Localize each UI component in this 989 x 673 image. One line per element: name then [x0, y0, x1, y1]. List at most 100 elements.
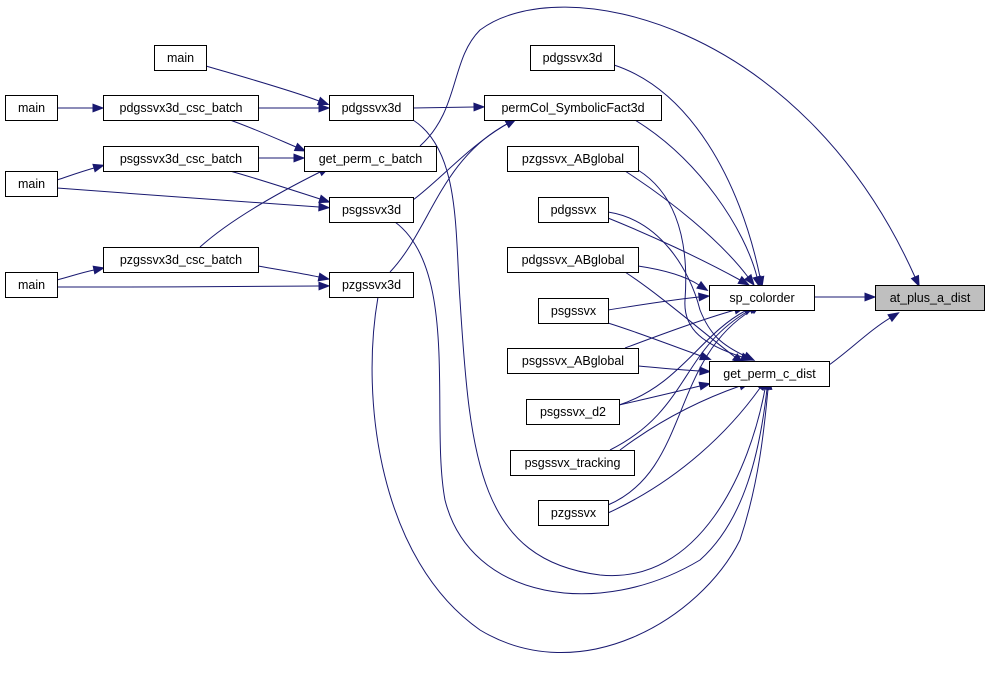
node-box[interactable]: [510, 450, 635, 476]
node-box[interactable]: [709, 361, 830, 387]
edge-line: [619, 385, 741, 451]
node-box[interactable]: [507, 247, 639, 273]
edge-pdgssvx3d_csc_batch-to-get_perm_c_batch: [229, 119, 307, 152]
edge-pzgssvx3d_csc_batch-to-get_perm_c_batch: [199, 166, 331, 248]
node-label: pzgssvx_ABglobal: [522, 152, 624, 166]
node-label: main: [18, 177, 45, 191]
node-box[interactable]: [5, 95, 58, 121]
node-pzgssvx3d-csc-batch[interactable]: pzgssvx3d_csc_batch: [103, 247, 259, 273]
node-label: main: [167, 51, 194, 65]
node-sp-colorder[interactable]: sp_colorder: [709, 285, 815, 311]
edge-line: [634, 119, 758, 278]
node-box[interactable]: [329, 95, 414, 121]
edge-main_r3-to-pzgssvx3d_csc_batch: [56, 265, 106, 281]
node-label: pzgssvx3d_csc_batch: [120, 253, 242, 267]
node-label: psgssvx3d: [342, 203, 401, 217]
edge-line: [637, 265, 700, 286]
node-pzgssvx3d[interactable]: pzgssvx3d: [329, 272, 414, 298]
edge-psgssvx-to-sp_colorder: [607, 292, 711, 311]
node-pdgssvx-ABglobal[interactable]: pdgssvx_ABglobal: [507, 247, 639, 273]
node-psgssvx3d[interactable]: psgssvx3d: [329, 197, 414, 223]
node-pzgssvx[interactable]: pzgssvx: [538, 500, 609, 526]
node-main-r2[interactable]: main: [5, 171, 58, 197]
node-psgssvx-ABglobal[interactable]: psgssvx_ABglobal: [507, 348, 639, 374]
node-pdgssvx3d-b[interactable]: pdgssvx3d: [530, 45, 615, 71]
edge-arrowhead: [92, 265, 106, 275]
node-box[interactable]: [709, 285, 815, 311]
node-label: main: [18, 278, 45, 292]
node-get-perm-c-batch[interactable]: get_perm_c_batch: [304, 146, 437, 172]
node-psgssvx-tracking[interactable]: psgssvx_tracking: [510, 450, 635, 476]
edge-line: [607, 322, 702, 357]
node-permCol-SymbolicFact3d[interactable]: permCol_SymbolicFact3d: [484, 95, 662, 121]
node-box[interactable]: [329, 272, 414, 298]
node-box[interactable]: [5, 171, 58, 197]
edge-line: [624, 271, 736, 358]
edge-arrowhead: [696, 280, 709, 292]
node-label: pzgssvx: [551, 506, 597, 520]
node-psgssvx-d2[interactable]: psgssvx_d2: [526, 399, 620, 425]
node-box[interactable]: [304, 146, 437, 172]
node-box[interactable]: [538, 500, 609, 526]
node-main-r1[interactable]: main: [5, 95, 58, 121]
edge-psgssvx_ABglobal-to-sp_colorder: [624, 305, 746, 349]
edge-main_r2-to-psgssvx3d: [56, 187, 331, 212]
node-main-top[interactable]: main: [154, 45, 207, 71]
node-box[interactable]: [103, 247, 259, 273]
node-pzgssvx-ABglobal[interactable]: pzgssvx_ABglobal: [507, 146, 639, 172]
node-label: psgssvx_tracking: [525, 456, 621, 470]
edge-pzgssvx3d-to-permCol_SymbolicFact3d: [389, 118, 518, 273]
edge-arrowhead: [92, 103, 105, 113]
node-box[interactable]: [875, 285, 985, 311]
edge-line: [637, 365, 701, 372]
node-box[interactable]: [526, 399, 620, 425]
edge-arrowhead: [699, 366, 712, 376]
edge-arrowhead: [293, 142, 307, 152]
node-label: psgssvx: [551, 304, 597, 318]
edge-line: [618, 310, 746, 406]
node-box[interactable]: [103, 95, 259, 121]
edge-line: [56, 167, 95, 181]
edge-arrowhead: [910, 274, 920, 288]
edge-line: [637, 169, 743, 358]
edge-line: [828, 317, 891, 366]
edge-line: [257, 265, 320, 278]
edge-line: [56, 269, 95, 281]
edge-arrowhead: [473, 102, 486, 112]
node-label: sp_colorder: [729, 291, 794, 305]
node-label: permCol_SymbolicFact3d: [501, 101, 644, 115]
node-pdgssvx3d-csc-batch[interactable]: pdgssvx3d_csc_batch: [103, 95, 259, 121]
node-main-r3[interactable]: main: [5, 272, 58, 298]
node-at-plus-a-dist[interactable]: at_plus_a_dist: [875, 285, 985, 311]
node-box[interactable]: [329, 197, 414, 223]
edge-arrowhead: [293, 153, 306, 163]
node-box[interactable]: [484, 95, 662, 121]
node-psgssvx[interactable]: psgssvx: [538, 298, 609, 324]
node-label: get_perm_c_batch: [319, 152, 423, 166]
edge-arrowhead: [698, 292, 711, 302]
edge-arrowhead: [318, 194, 331, 204]
node-pdgssvx[interactable]: pdgssvx: [538, 197, 609, 223]
edge-arrowhead: [752, 275, 762, 289]
node-label: pdgssvx: [551, 203, 598, 217]
node-box[interactable]: [507, 146, 639, 172]
node-psgssvx3d-csc-batch[interactable]: psgssvx3d_csc_batch: [103, 146, 259, 172]
node-box[interactable]: [154, 45, 207, 71]
edge-permCol_SymbolicFact3d-to-sp_colorder: [634, 119, 762, 289]
edge-psgssvx_d2-to-get_perm_c_dist: [618, 381, 712, 406]
node-box[interactable]: [103, 146, 259, 172]
node-get-perm-c-dist[interactable]: get_perm_c_dist: [709, 361, 830, 387]
edge-get_perm_c_batch-to-at_plus_a_dist: [419, 6, 920, 288]
edge-arrowhead: [92, 163, 105, 173]
node-box[interactable]: [538, 298, 609, 324]
edge-main_r1-to-pdgssvx3d_csc_batch: [57, 103, 105, 113]
edge-line: [371, 296, 769, 654]
node-box[interactable]: [507, 348, 639, 374]
node-pdgssvx3d-a[interactable]: pdgssvx3d: [329, 95, 414, 121]
node-label: at_plus_a_dist: [890, 291, 971, 305]
node-box[interactable]: [5, 272, 58, 298]
edge-arrowhead: [318, 202, 331, 212]
node-box[interactable]: [538, 197, 609, 223]
node-box[interactable]: [530, 45, 615, 71]
